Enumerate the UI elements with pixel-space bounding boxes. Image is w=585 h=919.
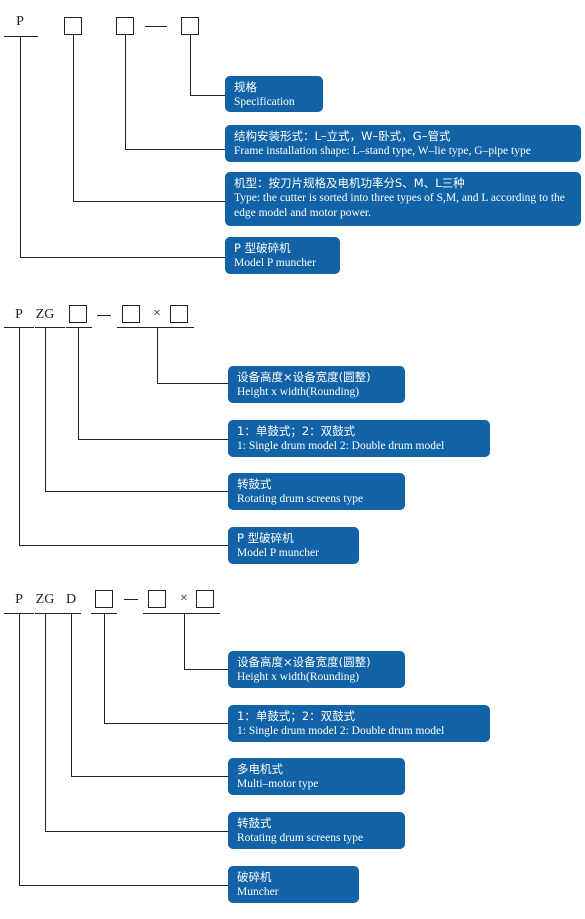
label-box-rotating-drum: 转鼓式 Rotating drum screens type	[228, 473, 405, 510]
code-letter-p: P	[15, 307, 23, 322]
connector-line	[45, 831, 228, 832]
label-box-drum-model: 1：单鼓式；2：双鼓式 1: Single drum model 2: Doub…	[228, 705, 490, 742]
connector-line	[78, 439, 228, 440]
code-underline	[35, 613, 65, 614]
label-en: Model P muncher	[237, 547, 319, 559]
code-placeholder-box	[116, 17, 134, 35]
code-placeholder-box	[95, 590, 113, 608]
label-en: Height x width(Rounding)	[237, 386, 360, 398]
connector-line	[19, 885, 228, 886]
label-en: Rotating drum screens type	[237, 493, 364, 505]
label-zh: 1：单鼓式；2：双鼓式	[237, 424, 356, 438]
connector-line	[104, 613, 105, 723]
label-box-height-width: 设备高度×设备宽度(圆整) Height x width(Rounding)	[228, 651, 405, 688]
code-placeholder-box	[64, 17, 82, 35]
label-box-height-width: 设备高度×设备宽度(圆整) Height x width(Rounding)	[228, 366, 405, 403]
label-box-model: P 型破碎机 Model P muncher	[228, 527, 359, 564]
label-box-specification: 规格 Specification	[225, 76, 323, 112]
label-zh: 机型：按刀片规格及电机功率分S、M、L三种	[234, 176, 465, 190]
code-underline	[117, 327, 194, 328]
label-box-multi-motor: 多电机式 Multi–motor type	[228, 758, 405, 795]
code-letter-d: D	[65, 592, 77, 607]
label-en: Frame installation shape: L–stand type, …	[234, 145, 531, 157]
label-en: Rotating drum screens type	[237, 832, 364, 844]
connector-line	[73, 35, 74, 201]
connector-line	[184, 669, 228, 670]
code-placeholder-box	[69, 305, 87, 323]
code-underline	[63, 613, 81, 614]
code-underline	[66, 327, 92, 328]
label-zh: 多电机式	[237, 762, 283, 776]
code-placeholder-box	[170, 305, 188, 323]
code-times-sign: ×	[180, 591, 188, 606]
label-zh: 规格	[234, 80, 257, 94]
connector-line	[71, 613, 72, 776]
label-box-muncher: 破碎机 Muncher	[228, 866, 359, 903]
label-en: 1: Single drum model 2: Double drum mode…	[237, 725, 445, 737]
label-zh: P 型破碎机	[234, 241, 291, 255]
code-hyphen	[124, 599, 138, 600]
label-zh: 转鼓式	[237, 816, 272, 830]
label-zh: 破碎机	[237, 870, 272, 884]
label-box-drum-model: 1：单鼓式；2：双鼓式 1: Single drum model 2: Doub…	[228, 420, 490, 457]
connector-line	[19, 545, 228, 546]
connector-line	[45, 491, 228, 492]
connector-line	[125, 35, 126, 149]
label-en: Type: the cutter is sorted into three ty…	[234, 192, 565, 219]
label-en: Height x width(Rounding)	[237, 671, 360, 683]
code-letters-zg: ZG	[35, 592, 55, 607]
connector-line	[19, 613, 20, 885]
code-placeholder-box	[148, 590, 166, 608]
connector-line	[45, 327, 46, 491]
code-letter-p: P	[15, 592, 23, 607]
code-placeholder-box	[122, 305, 140, 323]
code-hyphen	[145, 26, 167, 27]
code-letters-zg: ZG	[35, 307, 55, 322]
connector-line	[20, 257, 225, 258]
connector-line	[71, 776, 228, 777]
connector-line	[157, 327, 158, 383]
code-underline	[143, 613, 220, 614]
connector-line	[190, 95, 225, 96]
label-zh: 设备高度×设备宽度(圆整)	[237, 655, 371, 669]
label-en: Model P muncher	[234, 257, 316, 269]
label-en: 1: Single drum model 2: Double drum mode…	[237, 440, 445, 452]
label-zh: 转鼓式	[237, 477, 272, 491]
code-times-sign: ×	[153, 306, 161, 321]
connector-line	[184, 613, 185, 669]
connector-line	[157, 383, 228, 384]
label-en: Multi–motor type	[237, 778, 319, 790]
connector-line	[19, 327, 20, 545]
code-hyphen	[97, 315, 111, 316]
connector-line	[190, 35, 191, 95]
connector-line	[125, 149, 225, 150]
label-zh: 设备高度×设备宽度(圆整)	[237, 370, 371, 384]
connector-line	[45, 613, 46, 831]
connector-line	[104, 723, 228, 724]
connector-line	[20, 36, 21, 257]
label-box-rotating-drum: 转鼓式 Rotating drum screens type	[228, 812, 405, 849]
label-zh: P 型破碎机	[237, 531, 294, 545]
code-placeholder-box	[181, 17, 199, 35]
code-underline	[4, 36, 38, 37]
connector-line	[78, 327, 79, 439]
label-en: Specification	[234, 96, 295, 108]
code-underline	[35, 327, 65, 328]
label-box-frame-installation: 结构安装形式：L–立式，W–卧式，G–管式 Frame installation…	[225, 125, 581, 162]
label-box-type: 机型：按刀片规格及电机功率分S、M、L三种 Type: the cutter i…	[225, 172, 581, 226]
label-zh: 结构安装形式：L–立式，W–卧式，G–管式	[234, 129, 451, 143]
label-zh: 1：单鼓式；2：双鼓式	[237, 709, 356, 723]
label-box-model: P 型破碎机 Model P muncher	[225, 237, 340, 274]
code-placeholder-box	[196, 590, 214, 608]
label-en: Muncher	[237, 886, 279, 898]
connector-line	[73, 201, 225, 202]
code-letter-p: P	[16, 14, 24, 29]
